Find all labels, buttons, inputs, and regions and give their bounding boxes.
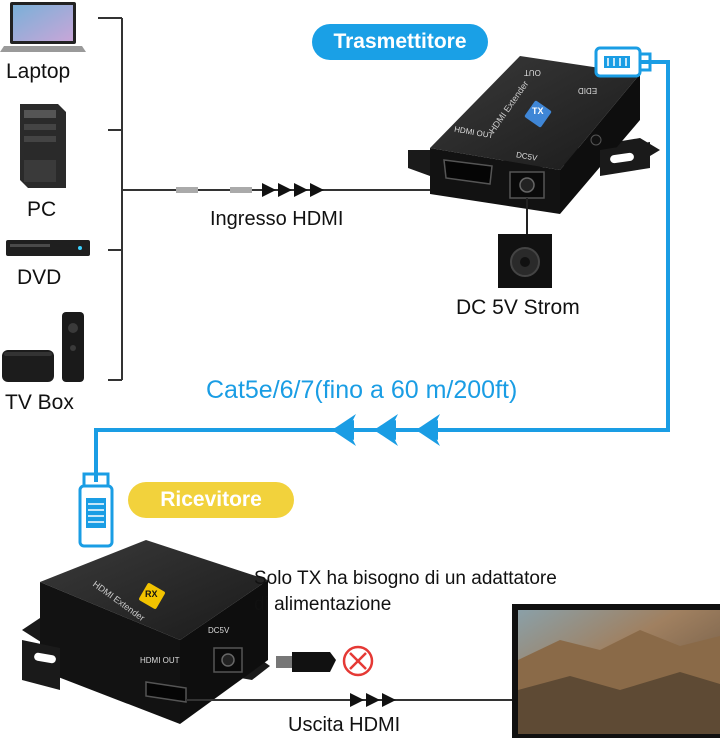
receiver-device [22, 540, 270, 724]
no-power-icon [342, 645, 374, 677]
hdmi-input-cable [122, 183, 470, 197]
transmitter-title: Trasmettitore [312, 24, 488, 60]
pc-tower-icon [20, 104, 66, 188]
rj45-connector-rx [78, 472, 114, 548]
tv-monitor-icon [512, 604, 720, 738]
laptop-icon [0, 2, 86, 52]
power-note-line2: di alimentazione [254, 594, 392, 615]
power-adapter-plug [498, 198, 552, 288]
tx-out-label: OUT [524, 68, 541, 77]
transmitter-device [408, 56, 660, 214]
rx-badge: RX [145, 589, 158, 599]
rj45-connector-tx [594, 46, 652, 78]
dvd-label: DVD [17, 266, 62, 289]
device-bus-line [98, 17, 123, 381]
tx-edid-label: EDID [578, 86, 598, 95]
hdmi-input-label: Ingresso HDMI [210, 208, 344, 230]
power-label: DC 5V Strom [456, 296, 580, 319]
hdmi-output-label: Uscita HDMI [288, 714, 401, 736]
laptop-label: Laptop [6, 60, 71, 83]
pc-label: PC [27, 198, 57, 221]
rx-dc-port-label: DC5V [208, 626, 230, 635]
cable-spec-label: Cat5e/6/7(fino a 60 m/200ft) [206, 376, 518, 404]
dc-plug-not-needed [276, 652, 336, 672]
receiver-title: Ricevitore [128, 482, 294, 518]
cat-cable [94, 60, 670, 482]
tx-badge: TX [532, 106, 544, 116]
tv-box-label: TV Box [5, 391, 74, 414]
dvd-player-icon [6, 240, 90, 256]
power-note-line1: Solo TX ha bisogno di un adattatore [254, 568, 557, 589]
rx-hdmi-out-port-label: HDMI OUT [140, 656, 180, 665]
tv-box-icon [2, 312, 84, 382]
hdmi-output-cable [186, 693, 516, 707]
